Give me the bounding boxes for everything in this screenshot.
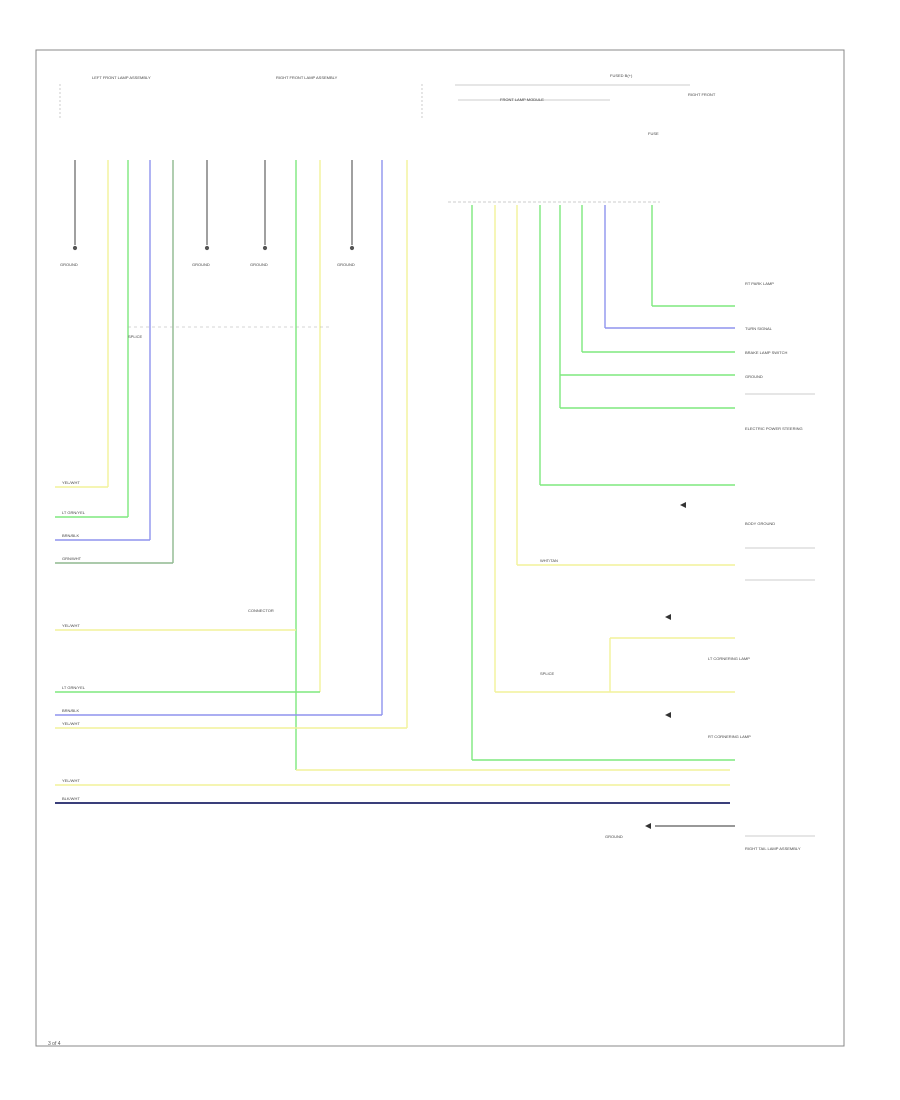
right-label-body-ground: BODY GROUND xyxy=(745,521,775,526)
right-label-park: RT PARK LAMP xyxy=(745,281,774,286)
wire-label-yel2: YEL/WHT xyxy=(62,623,80,628)
header-left-front-lamp: LEFT FRONT LAMP ASSEMBLY xyxy=(92,75,151,80)
wire-label-yel4: YEL/WHT xyxy=(62,778,80,783)
right-label-lt-corner: LT CORNERING LAMP xyxy=(708,656,750,661)
ground-label-2: GROUND xyxy=(192,262,210,267)
left-horizontal-wires xyxy=(55,486,730,804)
wire-label-yel: YEL/WHT xyxy=(62,480,80,485)
header-fused-b: FUSED B(+) xyxy=(610,73,633,78)
wire-label-right-wht: WHT/TAN xyxy=(540,558,558,563)
wire-label-dkgrn: GRN/WHT xyxy=(62,556,82,561)
splice-label: SPLICE xyxy=(128,334,143,339)
left-wire-group xyxy=(74,160,408,770)
right-label-turn: TURN SIGNAL xyxy=(745,326,773,331)
right-horizontal-wires xyxy=(472,305,735,827)
splice-label-right: SPLICE xyxy=(540,671,555,676)
diagram-frame xyxy=(35,49,845,1047)
right-label-ground1: GROUND xyxy=(745,374,763,379)
right-label-steering: ELECTRIC POWER STEERING xyxy=(745,426,803,431)
ground-label-1: GROUND xyxy=(60,262,78,267)
ground-label-right: GROUND xyxy=(605,834,623,839)
ground-symbols-left xyxy=(72,245,355,251)
right-wire-group xyxy=(471,205,653,760)
fuse-label: FUSE xyxy=(648,131,659,136)
ground-label-4: GROUND xyxy=(337,262,355,267)
wire-label-navy: BLK/WHT xyxy=(62,796,80,801)
ground-label-3: GROUND xyxy=(250,262,268,267)
wire-label-blu: BRN/BLK xyxy=(62,533,79,538)
wire-label-yel3: YEL/WHT xyxy=(62,721,80,726)
wire-label-blu2: BRN/BLK xyxy=(62,708,79,713)
wire-label-grn2: LT GRN/YEL xyxy=(62,685,86,690)
wire-label-grn: LT GRN/YEL xyxy=(62,510,86,515)
right-dividers xyxy=(745,393,815,837)
right-label-rt-tail: RIGHT TAIL LAMP ASSEMBLY xyxy=(745,846,801,851)
ground-arrows-right xyxy=(645,502,686,829)
right-label-rt-corner: RT CORNERING LAMP xyxy=(708,734,751,739)
module-label: FRONT LAMP MODULE xyxy=(500,97,544,102)
page-footer: 3 of 4 xyxy=(48,1041,61,1047)
connector-label-mid: CONNECTOR xyxy=(248,608,274,613)
header-right-front-lamp: RIGHT FRONT LAMP ASSEMBLY xyxy=(276,75,338,80)
header-right-front: RIGHT FRONT xyxy=(688,92,716,97)
right-label-brake: BRAKE LAMP SWITCH xyxy=(745,350,787,355)
